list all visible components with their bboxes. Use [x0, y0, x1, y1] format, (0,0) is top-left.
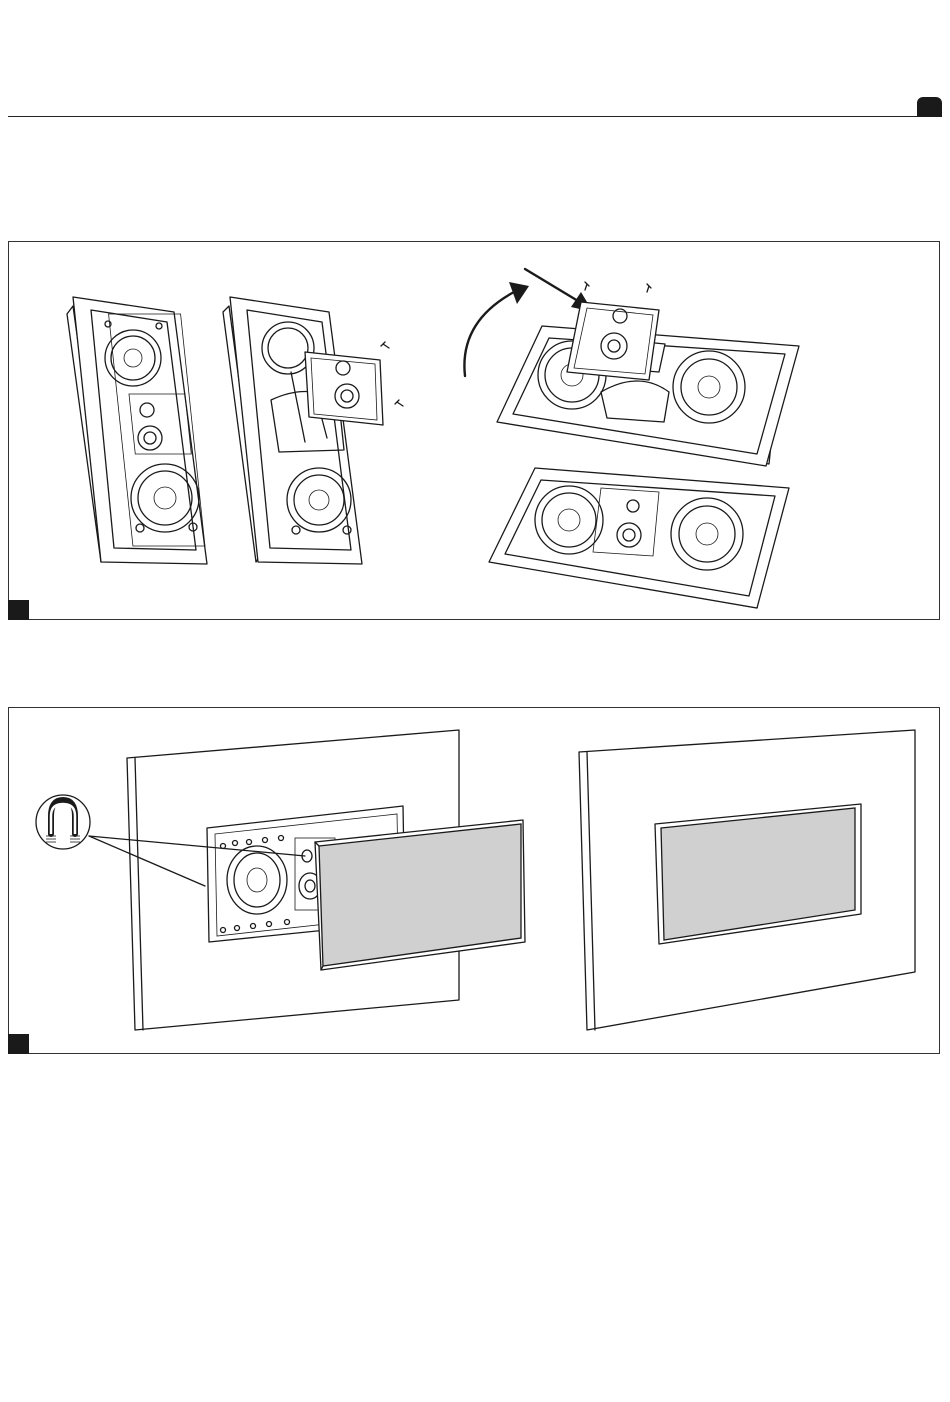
- figure-marker: [8, 600, 29, 620]
- horizontal-speaker-tweeter-rotating: [497, 282, 799, 466]
- tweeter-rotation-illustration: [9, 242, 941, 621]
- wall-with-grille-installed: [579, 730, 915, 1030]
- header-rule: [8, 116, 942, 117]
- figure-tweeter-rotation: [8, 241, 940, 620]
- section-tab: [917, 97, 942, 117]
- wall-with-speaker-and-grille: [127, 730, 525, 1030]
- vertical-speaker-tweeter-removed: [223, 297, 383, 564]
- grille-installation-illustration: [9, 708, 941, 1055]
- figure-grille-installation: [8, 707, 940, 1054]
- curved-rotate-arrow-icon: [464, 282, 529, 376]
- figure-marker: [8, 1034, 29, 1054]
- screw-icon: [381, 342, 403, 406]
- vertical-speaker: [67, 297, 207, 564]
- horizontal-speaker-assembled: [489, 468, 789, 608]
